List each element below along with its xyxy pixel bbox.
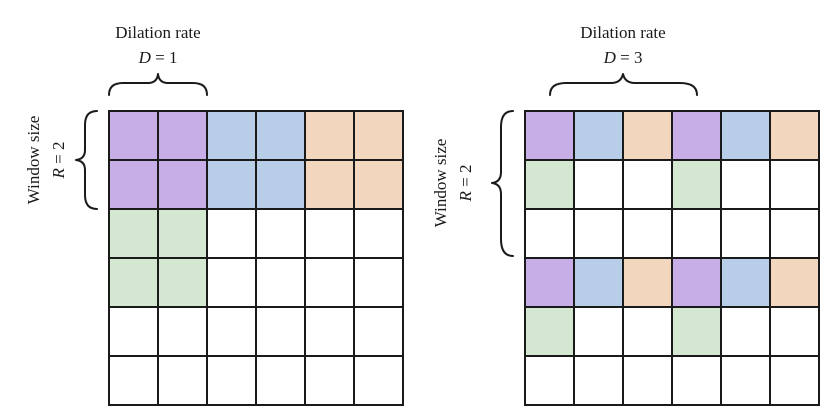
grid-cell-orange	[304, 159, 355, 210]
grid-cell-blue	[720, 257, 771, 308]
grid-cell-empty	[255, 355, 306, 406]
grid-cell-blue	[573, 110, 624, 161]
grid-cell-purple	[157, 159, 208, 210]
grid-cell-empty	[524, 355, 575, 406]
grid-cell-empty	[304, 208, 355, 259]
grid-cell-empty	[353, 355, 404, 406]
grid-cell-purple	[524, 257, 575, 308]
top-brace-left	[108, 73, 208, 96]
grid-cell-empty	[720, 355, 771, 406]
grid-cell-orange	[622, 257, 673, 308]
diagram-dilation-1: Dilation rate D = 1 Window size R = 2	[24, 23, 404, 406]
grid-cell-empty	[622, 306, 673, 357]
grid-cell-empty	[157, 355, 208, 406]
grid-cell-green	[671, 306, 722, 357]
grid-cell-empty	[769, 355, 820, 406]
grid-cell-empty	[573, 159, 624, 210]
top-label-right: Dilation rate	[580, 23, 665, 42]
grid-cell-blue	[720, 110, 771, 161]
grid-cell-green	[524, 159, 575, 210]
top-label-left: Dilation rate	[115, 23, 200, 42]
grid-cell-empty	[108, 355, 159, 406]
grid-cell-empty	[353, 257, 404, 308]
attention-grid-left	[108, 110, 404, 406]
side-label-left: Window size	[24, 116, 43, 205]
grid-cell-orange	[769, 110, 820, 161]
grid-cell-green	[157, 208, 208, 259]
grid-cell-blue	[255, 159, 306, 210]
grid-cell-empty	[524, 208, 575, 259]
grid-cell-empty	[622, 208, 673, 259]
top-equation-right: D = 3	[603, 48, 643, 67]
grid-cell-empty	[353, 306, 404, 357]
grid-cell-empty	[769, 208, 820, 259]
grid-cell-empty	[304, 306, 355, 357]
grid-cell-empty	[206, 208, 257, 259]
grid-cell-empty	[108, 306, 159, 357]
grid-cell-green	[108, 257, 159, 308]
grid-cell-empty	[720, 208, 771, 259]
grid-cell-purple	[524, 110, 575, 161]
grid-cell-empty	[671, 355, 722, 406]
grid-cell-empty	[206, 306, 257, 357]
grid-cell-empty	[255, 257, 306, 308]
grid-cell-empty	[573, 355, 624, 406]
grid-cell-blue	[206, 159, 257, 210]
side-label-right: Window size	[431, 139, 450, 228]
grid-cell-empty	[353, 208, 404, 259]
top-brace-right	[549, 73, 698, 96]
grid-cell-orange	[353, 159, 404, 210]
grid-cell-orange	[304, 110, 355, 161]
grid-cell-empty	[573, 306, 624, 357]
grid-cell-empty	[769, 159, 820, 210]
grid-cell-empty	[720, 159, 771, 210]
grid-cell-empty	[622, 355, 673, 406]
grid-cell-orange	[622, 110, 673, 161]
side-brace-right	[491, 110, 514, 257]
side-equation-right: R = 2	[456, 165, 475, 203]
grid-cell-empty	[769, 306, 820, 357]
grid-cell-blue	[206, 110, 257, 161]
grid-cell-empty	[573, 208, 624, 259]
grid-cell-orange	[769, 257, 820, 308]
diagram-dilation-3: Dilation rate D = 3 Window size R = 2	[431, 23, 820, 406]
top-equation-left: D = 1	[138, 48, 178, 67]
attention-grid-right	[524, 110, 820, 406]
grid-cell-green	[157, 257, 208, 308]
grid-cell-empty	[671, 208, 722, 259]
grid-cell-blue	[573, 257, 624, 308]
grid-cell-empty	[206, 257, 257, 308]
grid-cell-empty	[255, 208, 306, 259]
grid-cell-green	[108, 208, 159, 259]
grid-cell-purple	[671, 257, 722, 308]
grid-cell-empty	[622, 159, 673, 210]
grid-cell-empty	[304, 355, 355, 406]
side-equation-left: R = 2	[49, 142, 68, 180]
grid-cell-empty	[206, 355, 257, 406]
grid-cell-purple	[157, 110, 208, 161]
grid-cell-empty	[304, 257, 355, 308]
grid-cell-empty	[720, 306, 771, 357]
grid-cell-empty	[157, 306, 208, 357]
grid-cell-empty	[255, 306, 306, 357]
grid-cell-purple	[671, 110, 722, 161]
grid-cell-purple	[108, 159, 159, 210]
grid-cell-orange	[353, 110, 404, 161]
grid-cell-blue	[255, 110, 306, 161]
grid-cell-green	[671, 159, 722, 210]
side-brace-left	[75, 110, 98, 210]
grid-cell-green	[524, 306, 575, 357]
grid-cell-purple	[108, 110, 159, 161]
